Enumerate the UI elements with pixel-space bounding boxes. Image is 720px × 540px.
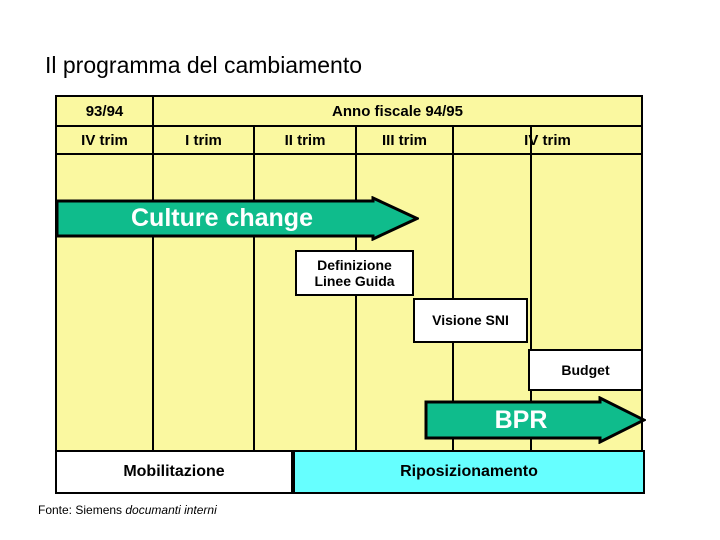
- page-title: Il programma del cambiamento: [45, 52, 363, 78]
- quarter-header-label: IV trim: [81, 131, 128, 149]
- quarter-header-ii-trim: II trim: [255, 127, 355, 153]
- quarter-header-iv-trim-9394: IV trim: [57, 127, 152, 153]
- quarter-header-label: III trim: [381, 131, 427, 149]
- column-divider-4: [452, 125, 454, 450]
- column-divider-2: [253, 125, 255, 450]
- milestone-line-1: Visione SNI: [432, 312, 509, 329]
- phase-mobilitazione: Mobilitazione: [55, 450, 293, 494]
- arrow-right-shape-icon: [55, 196, 419, 241]
- year-header-anno-fiscale-94-95: Anno fiscale 94/95: [154, 97, 641, 125]
- quarter-header-i-trim: I trim: [154, 127, 253, 153]
- phase-label: Mobilitazione: [123, 463, 225, 480]
- milestone-budget: Budget: [528, 349, 643, 391]
- phase-label: Riposizionamento: [400, 463, 538, 480]
- milestone-line-1: Definizione: [317, 256, 392, 273]
- milestone-line-2: Linee Guida: [314, 273, 395, 289]
- arrow-right-shape-icon: [424, 396, 646, 444]
- milestone-visione-sni: Visione SNI: [413, 298, 528, 343]
- year-header-label: 93/94: [85, 102, 124, 120]
- year-header-label: Anno fiscale 94/95: [332, 102, 463, 120]
- milestone-definizione-linee-guida: Definizione Linee Guida: [295, 250, 414, 296]
- timeline-table: 93/94 Anno fiscale 94/95 IV trim I trim …: [55, 95, 645, 494]
- arrow-label: BPR: [494, 405, 548, 434]
- arrow-bpr: BPR: [424, 396, 646, 444]
- row-divider-quarter-body: [57, 153, 641, 155]
- source-prefix: Fonte: Siemens: [38, 503, 126, 517]
- quarter-header-label: IV trim: [524, 131, 571, 149]
- phase-riposizionamento: Riposizionamento: [293, 450, 645, 494]
- arrow-label: Culture change: [131, 204, 313, 232]
- quarter-header-iv-trim-9495: IV trim: [454, 127, 641, 153]
- source-italic: documanti interni: [125, 503, 217, 517]
- row-divider-year-quarter: [57, 125, 641, 127]
- quarter-header-label: II trim: [284, 131, 326, 149]
- quarter-header-iii-trim: III trim: [357, 127, 452, 153]
- arrow-culture-change: Culture change: [55, 196, 419, 241]
- milestone-line-1: Budget: [561, 361, 610, 378]
- column-divider-1: [152, 97, 154, 450]
- source-note: Fonte: Siemens documanti interni: [38, 503, 217, 517]
- column-divider-5: [530, 125, 532, 450]
- quarter-header-label: I trim: [185, 131, 222, 149]
- year-header-93-94: 93/94: [57, 97, 152, 125]
